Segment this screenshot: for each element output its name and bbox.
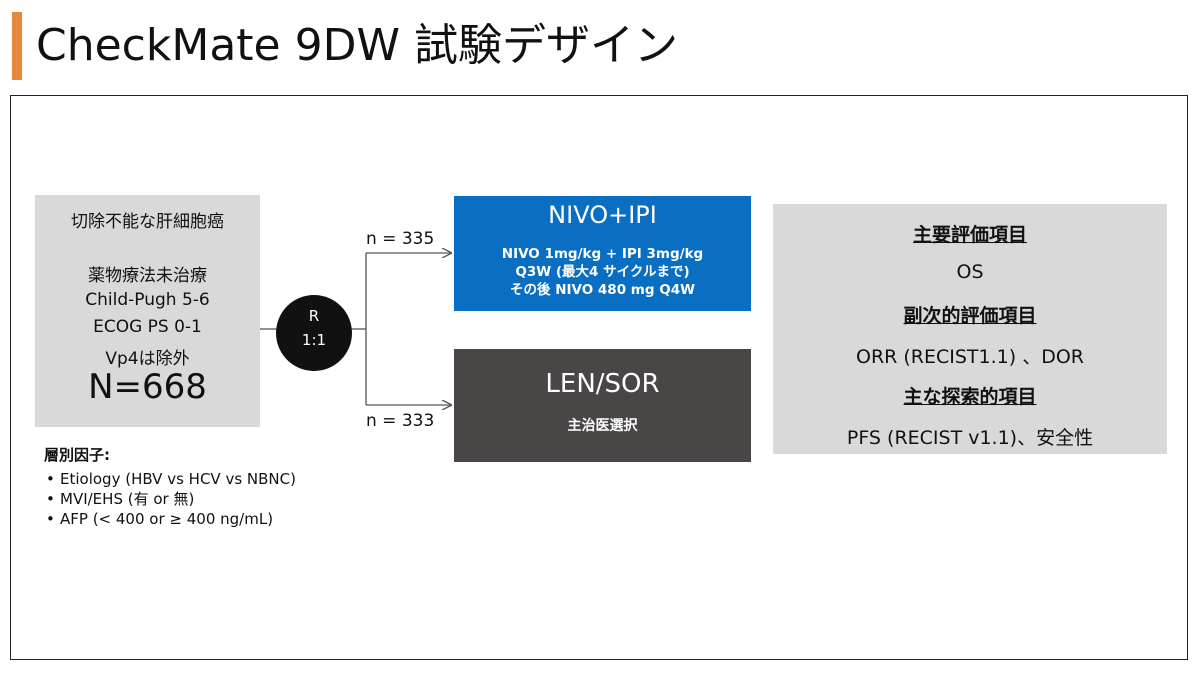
arm-len-sor-box: LEN/SOR 主治医選択	[454, 349, 751, 462]
diagram-frame	[10, 95, 1188, 660]
population-box: 切除不能な肝細胞癌 薬物療法未治療 Child-Pugh 5-6 ECOG PS…	[35, 195, 260, 427]
exploratory-endpoint-heading: 主な探索的項目	[903, 386, 1037, 408]
criterion-vp4: Vp4は除外	[105, 349, 190, 369]
population-condition: 切除不能な肝細胞癌	[71, 212, 224, 232]
stratification-item-mvi-ehs: MVI/EHS (有 or 無)	[44, 489, 296, 509]
page-title: CheckMate 9DW 試験デザイン	[36, 20, 678, 71]
arm-len-sor-description: 主治医選択	[567, 418, 638, 434]
randomization-circle: R 1:1	[276, 295, 352, 371]
arm-nivo-ipi-name: NIVO+IPI	[548, 201, 657, 229]
arm-len-n: n = 333	[366, 411, 435, 431]
arm-nivo-n: n = 335	[366, 229, 435, 249]
primary-endpoint-heading: 主要評価項目	[912, 224, 1027, 246]
randomization-label: R	[308, 307, 320, 325]
arm-nivo-ipi-box: NIVO+IPI NIVO 1mg/kg + IPI 3mg/kg Q3W (最…	[454, 196, 751, 311]
criterion-treatment-naive: 薬物療法未治療	[88, 266, 207, 286]
exploratory-endpoints: PFS (RECIST v1.1)、安全性	[846, 427, 1094, 449]
arm-nivo-ipi-schedule: Q3W (最大4 サイクルまで)	[515, 264, 690, 280]
population-n-total: N=668	[88, 367, 207, 407]
stratification-item-etiology: Etiology (HBV vs HCV vs NBNC)	[44, 469, 296, 489]
stratification-factors: 層別因子: Etiology (HBV vs HCV vs NBNC) MVI/…	[44, 444, 296, 529]
arm-nivo-ipi-maintenance: その後 NIVO 480 mg Q4W	[510, 282, 695, 298]
randomization-ratio: 1:1	[301, 331, 327, 349]
arm-len-sor-name: LEN/SOR	[545, 369, 660, 399]
secondary-endpoints: ORR (RECIST1.1) 、DOR	[855, 346, 1084, 368]
stratification-heading: 層別因子:	[44, 446, 110, 464]
primary-endpoint: OS	[956, 261, 984, 283]
criterion-ecog: ECOG PS 0-1	[93, 317, 202, 337]
secondary-endpoint-heading: 副次的評価項目	[903, 305, 1037, 327]
stratification-list: Etiology (HBV vs HCV vs NBNC) MVI/EHS (有…	[44, 469, 296, 529]
endpoints-box: 主要評価項目 OS 副次的評価項目 ORR (RECIST1.1) 、DOR 主…	[773, 204, 1167, 454]
arm-nivo-ipi-description: NIVO 1mg/kg + IPI 3mg/kg Q3W (最大4 サイクルまで…	[454, 245, 751, 299]
title-accent-bar	[12, 12, 22, 80]
stratification-item-afp: AFP (< 400 or ≥ 400 ng/mL)	[44, 509, 296, 529]
arm-nivo-ipi-dose: NIVO 1mg/kg + IPI 3mg/kg	[501, 246, 704, 262]
criterion-child-pugh: Child-Pugh 5-6	[85, 290, 210, 310]
